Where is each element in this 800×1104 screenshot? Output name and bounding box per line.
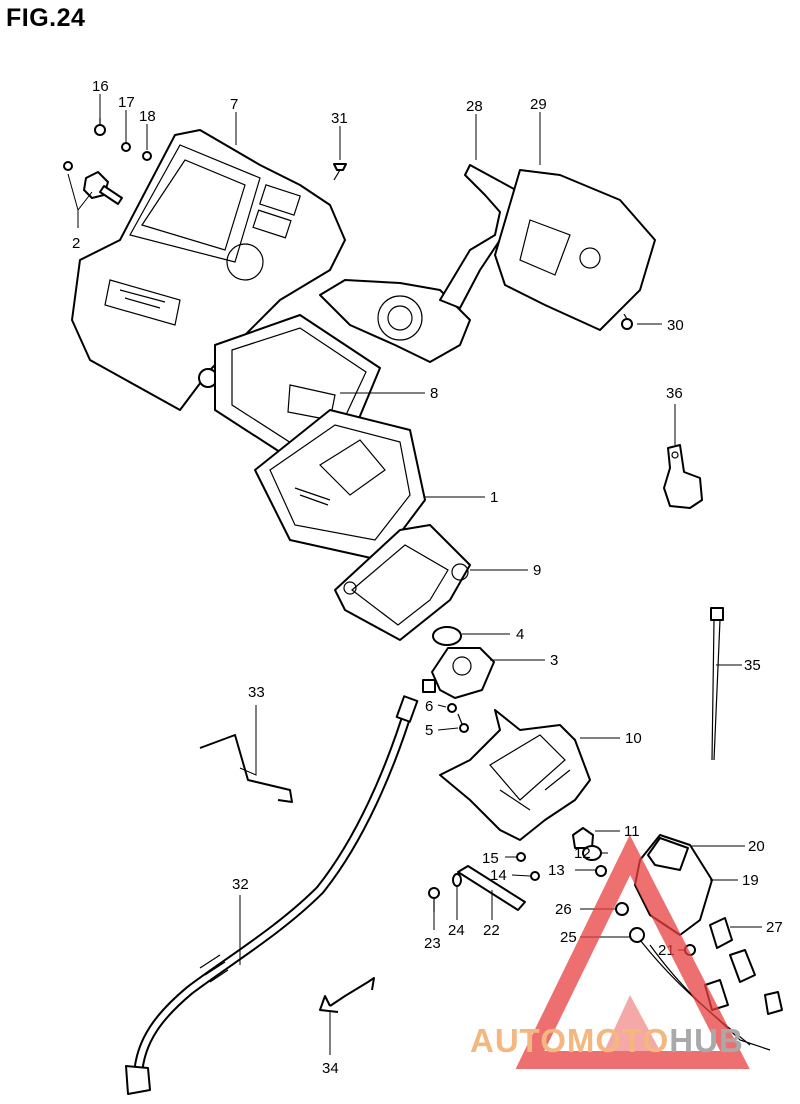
callout-33: 33: [248, 684, 265, 701]
part-27-socket: [709, 917, 733, 949]
part-14-nut: [530, 871, 540, 881]
callout-7: 7: [230, 96, 238, 113]
callout-6: 6: [425, 698, 433, 715]
part-10-meter-bracket: [439, 709, 591, 841]
callout-3: 3: [550, 652, 558, 669]
callout-labels: 16 17 18 7 31 28 29 2 30 36 8 1 9 4 3 35…: [72, 78, 783, 1077]
callout-11: 11: [624, 823, 640, 840]
callout-2: 2: [72, 235, 80, 252]
part-1-meter-assy: [254, 409, 426, 561]
part-32-speedometer-cable: [125, 695, 419, 1095]
part-2-trip-knob: [63, 161, 123, 205]
callout-28: 28: [466, 98, 483, 115]
part-29-meter-cover: [494, 169, 656, 331]
part-15-washer: [516, 852, 526, 862]
callout-30: 30: [667, 317, 684, 334]
part-25-bulb: [629, 927, 645, 943]
callout-35: 35: [744, 657, 761, 674]
callout-13: 13: [548, 862, 565, 879]
part-6-washer: [447, 703, 457, 713]
part-3-speedometer-gearbox: [422, 647, 495, 699]
part-36-clamp: [663, 444, 703, 509]
callout-32: 32: [232, 876, 249, 893]
wire-harness: [639, 939, 783, 1051]
callout-20: 20: [748, 838, 765, 855]
callout-27: 27: [766, 919, 783, 936]
part-17-washer: [121, 142, 131, 152]
part-13-nut: [595, 865, 607, 877]
callout-9: 9: [533, 562, 541, 579]
callout-1: 1: [490, 489, 498, 506]
part-4-o-ring: [432, 626, 462, 646]
part-23-screw: [428, 887, 440, 912]
callout-5: 5: [425, 722, 433, 739]
callout-12: 12: [574, 845, 591, 862]
figure-title: FIG.24: [6, 4, 86, 32]
callout-25: 25: [560, 929, 577, 946]
callout-36: 36: [666, 385, 683, 402]
watermark-text-hub: HUB: [669, 1022, 744, 1059]
callout-14: 14: [490, 867, 507, 884]
callout-29: 29: [530, 96, 547, 113]
part-16-bolt: [94, 118, 106, 136]
callout-16: 16: [92, 78, 109, 95]
leader-lines: [67, 94, 762, 1055]
callout-17: 17: [118, 94, 135, 111]
part-28-headlight-bracket: [319, 164, 526, 363]
callout-4: 4: [516, 626, 524, 643]
callout-19: 19: [742, 872, 759, 889]
part-22-plate: [457, 865, 526, 911]
part-35-cable-tie: [710, 607, 724, 761]
callout-8: 8: [430, 385, 438, 402]
part-33-clip: [199, 734, 293, 803]
watermark-text: AUTOMOTOHUB: [470, 1022, 744, 1060]
callout-23: 23: [424, 935, 441, 952]
part-30-screw: [621, 313, 633, 330]
part-9-lower-case: [334, 524, 471, 641]
part-34-clip: [319, 977, 375, 1013]
callout-10: 10: [625, 730, 642, 747]
watermark-text-automoto: AUTOMOTO: [470, 1022, 670, 1059]
callout-26: 26: [555, 901, 572, 918]
part-31-screw: [333, 163, 347, 181]
callout-18: 18: [139, 108, 156, 125]
part-26-bulb: [615, 902, 629, 916]
part-7-meter-upper-case: [71, 129, 346, 411]
callout-24: 24: [448, 922, 465, 939]
part-5-screw: [457, 713, 469, 733]
watermark-logo: [515, 834, 750, 1069]
callout-22: 22: [483, 922, 500, 939]
part-18-washer: [142, 151, 152, 161]
part-24-washer: [452, 873, 462, 887]
part-11-cushion: [572, 827, 594, 849]
callout-15: 15: [482, 850, 499, 867]
callout-34: 34: [322, 1060, 339, 1077]
callout-31: 31: [331, 110, 348, 127]
part-20-cap: [647, 837, 689, 871]
